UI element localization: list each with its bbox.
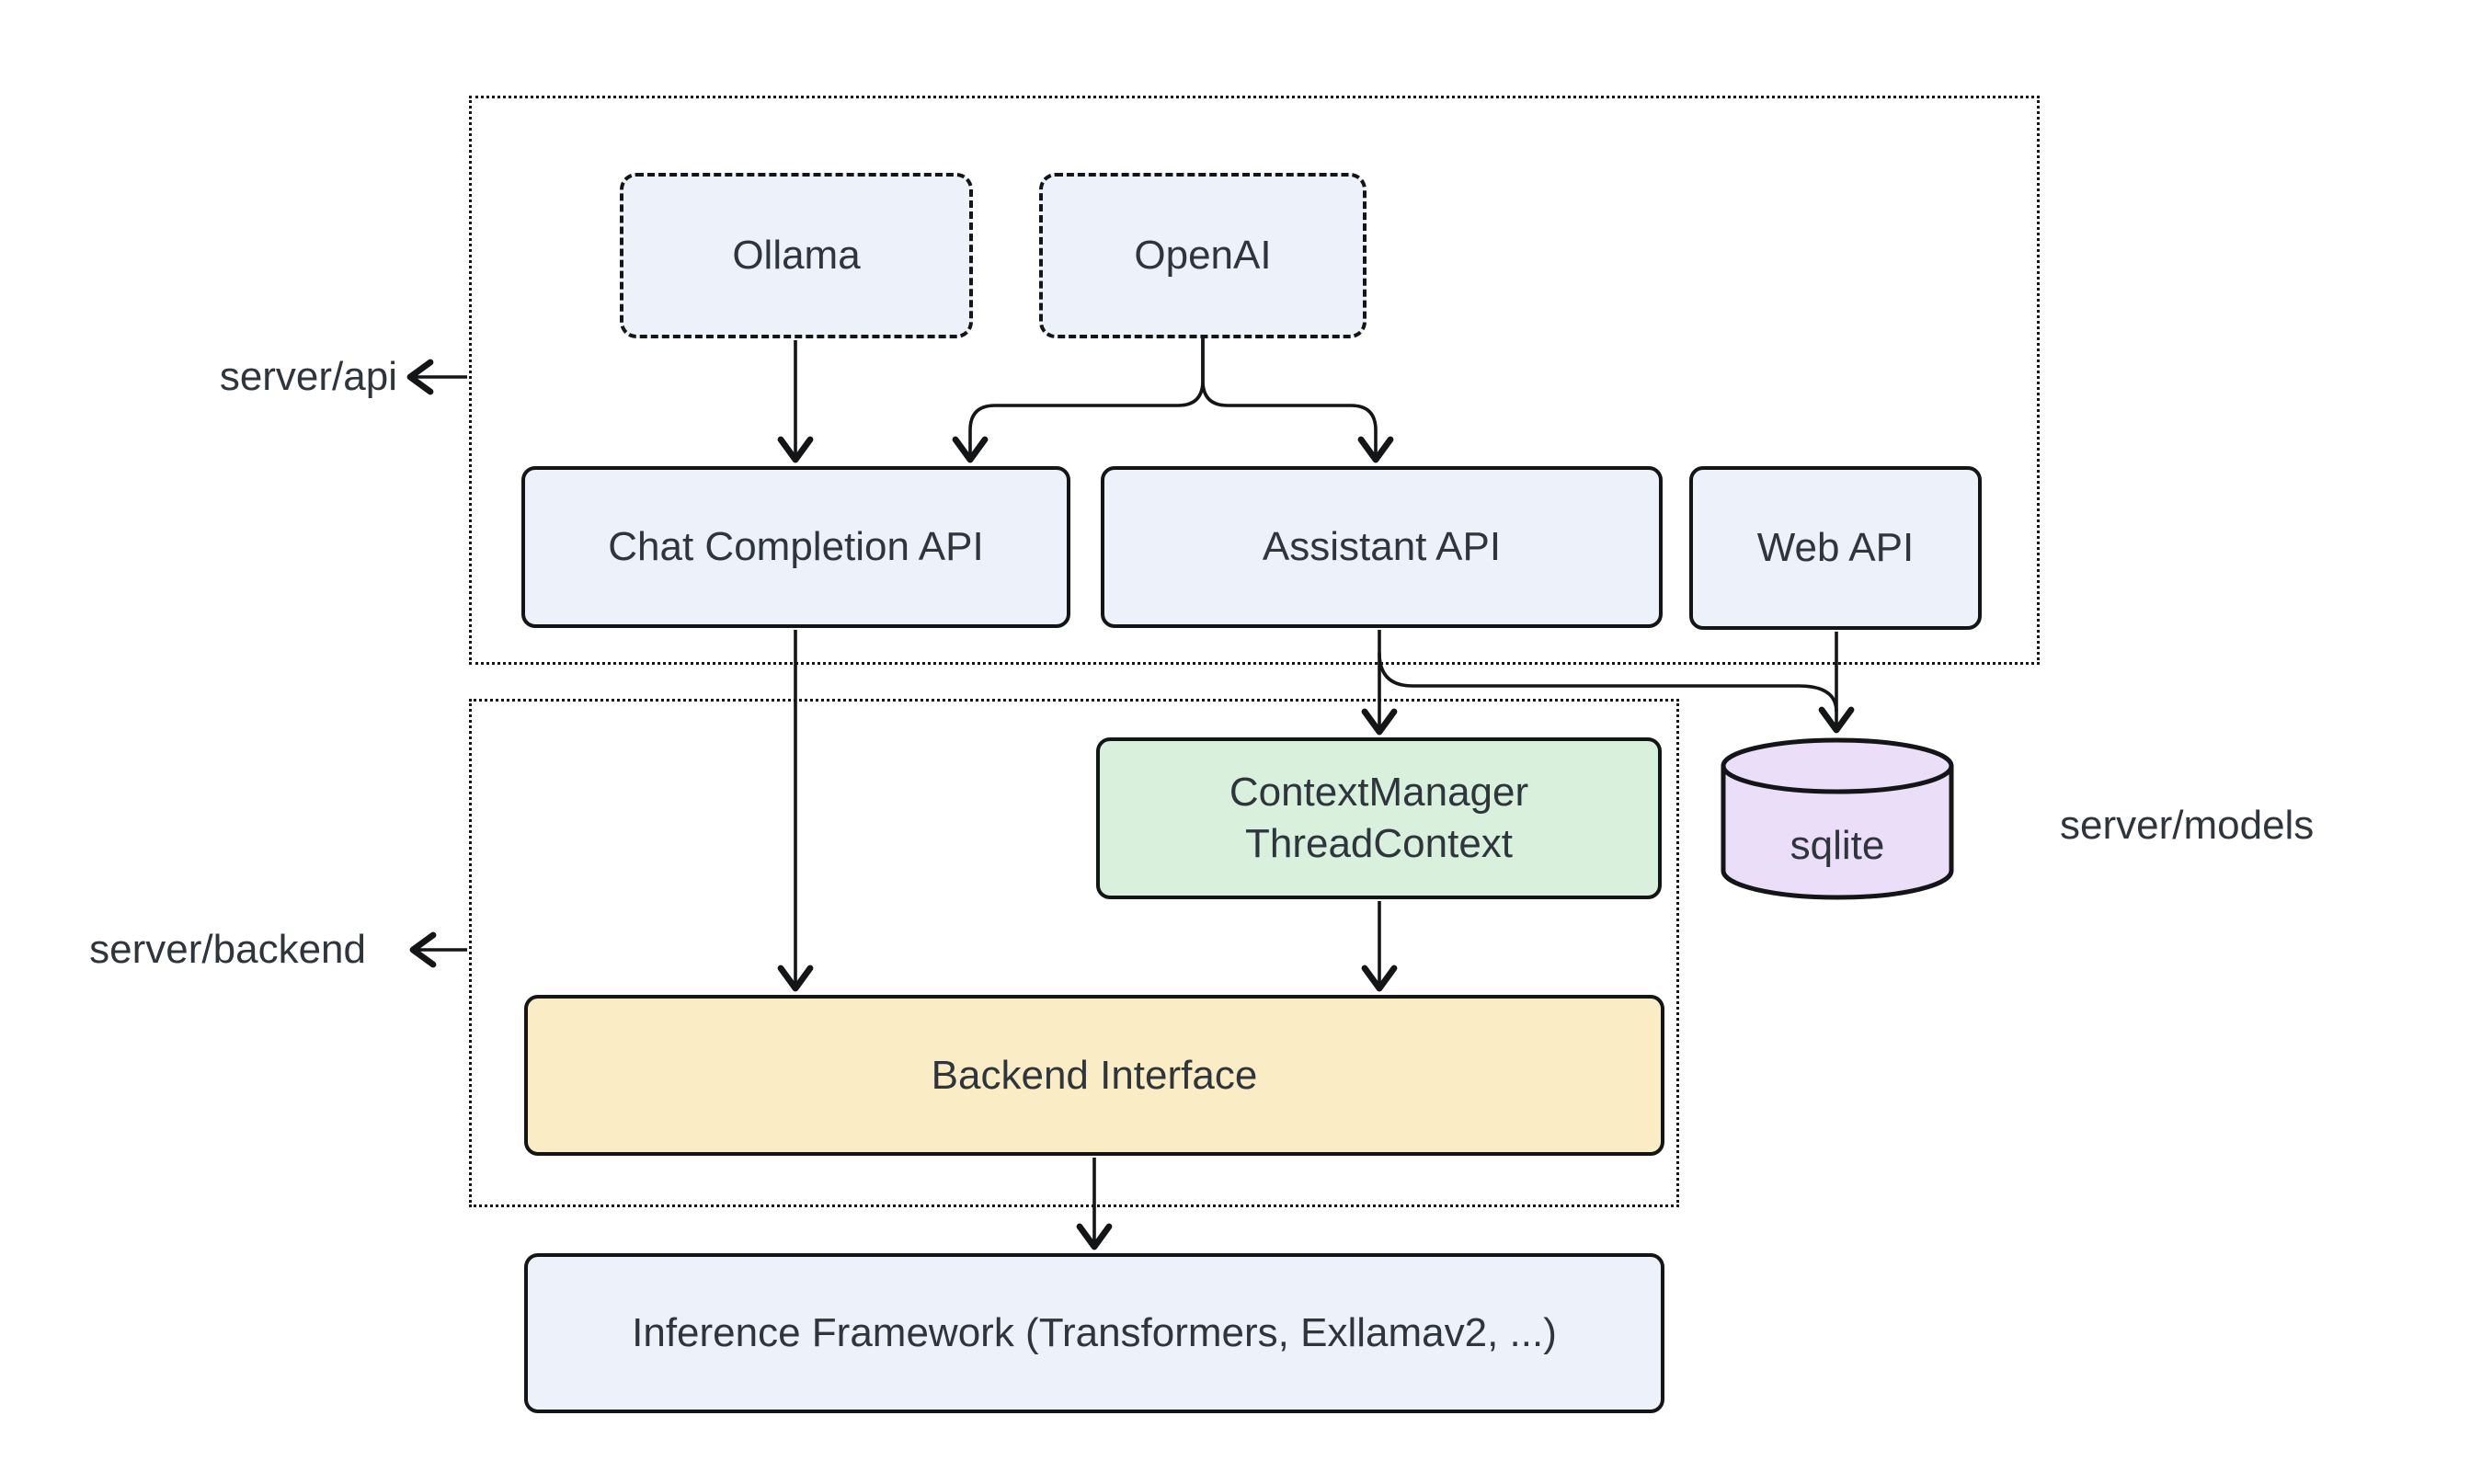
arrowhead-backend-group-to-label <box>409 931 437 968</box>
node-inference-framework: Inference Framework (Transformers, Exlla… <box>524 1253 1664 1413</box>
node-assistant-api-label: Assistant API <box>1262 524 1502 569</box>
node-openai-label: OpenAI <box>1134 233 1272 278</box>
node-context-manager-line1: ContextManager <box>1229 770 1529 815</box>
arrowhead-backend-interface-to-inference <box>1076 1223 1113 1250</box>
node-inference-framework-label: Inference Framework (Transformers, Exlla… <box>632 1310 1557 1355</box>
node-web-api: Web API <box>1689 466 1982 630</box>
arrowhead-web-api-to-sqlite <box>1818 706 1855 734</box>
node-chat-completion-api-label: Chat Completion API <box>608 524 984 569</box>
server-api-label: server/api <box>219 354 397 399</box>
arrowhead-api-group-to-label <box>406 359 434 395</box>
server-api-group <box>469 96 2040 665</box>
node-context-manager: ContextManager ThreadContext <box>1096 737 1662 899</box>
node-assistant-api: Assistant API <box>1101 466 1663 628</box>
node-ollama: Ollama <box>620 173 973 338</box>
server-backend-group <box>469 699 1679 1207</box>
node-sqlite: sqlite <box>1719 736 1956 903</box>
server-backend-label: server/backend <box>89 927 366 972</box>
node-backend-interface: Backend Interface <box>524 995 1664 1156</box>
node-backend-interface-label: Backend Interface <box>931 1052 1258 1098</box>
server-models-label: server/models <box>2060 803 2315 848</box>
node-ollama-label: Ollama <box>732 233 861 278</box>
cylinder-shape-icon <box>1721 737 1954 900</box>
node-context-manager-line2: ThreadContext <box>1244 821 1514 866</box>
node-sqlite-label: sqlite <box>1790 823 1885 868</box>
node-openai: OpenAI <box>1039 173 1367 338</box>
node-web-api-label: Web API <box>1756 525 1915 570</box>
node-chat-completion-api: Chat Completion API <box>521 466 1070 628</box>
